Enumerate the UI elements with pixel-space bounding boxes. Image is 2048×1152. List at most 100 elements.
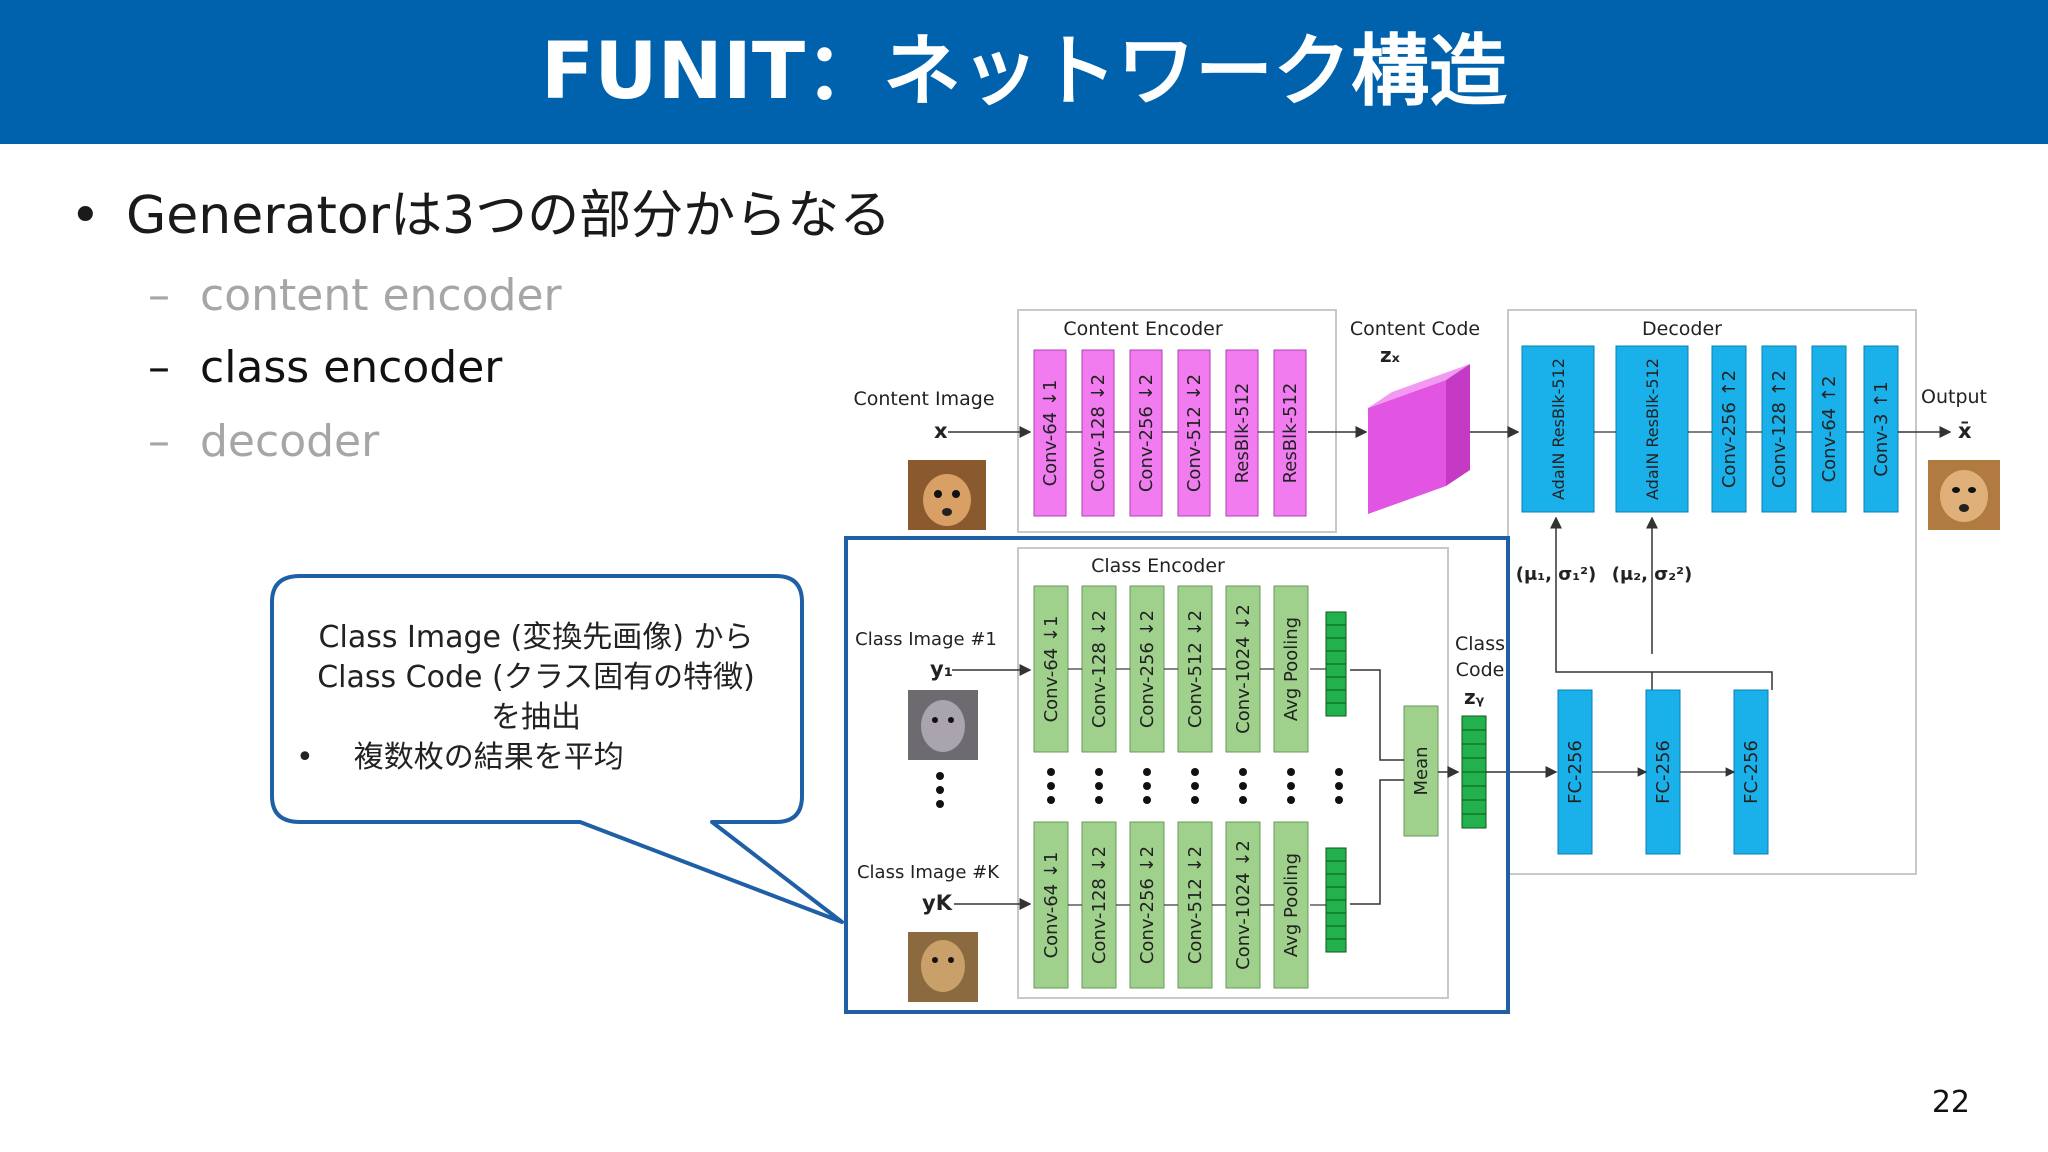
layer-label: Conv-1024 ↓2 (1233, 604, 1254, 734)
layer-label: AdaIN ResBlk-512 (1549, 358, 1568, 500)
ellipsis-dot (1287, 796, 1295, 804)
class-image-k-photo (908, 932, 978, 1002)
sub-item-class-encoder: –class encoder (148, 338, 502, 398)
layer-label: Conv-64 ↓1 (1041, 852, 1062, 959)
content-code-top (1368, 364, 1470, 408)
class-code-cell (1461, 715, 1487, 731)
sub-item-content-encoder: –content encoder (148, 266, 562, 326)
content-image-symbol: x (934, 419, 948, 443)
class-image-1-symbol: y₁ (930, 657, 953, 681)
content-encoder-title: Content Encoder (1063, 318, 1222, 340)
class-encoder-layer: Conv-512 ↓2 (1177, 821, 1213, 989)
class-code-symbol: zᵧ (1464, 685, 1485, 709)
content-encoder-layer: Conv-64 ↓1 (1033, 349, 1067, 517)
ellipsis-dot (1287, 768, 1295, 776)
main-bullet-text: Generatorは3つの部分からなる (126, 186, 892, 246)
fc-feedback-line (1555, 654, 1773, 690)
ellipsis-dot (1047, 796, 1055, 804)
dash-glyph: – (148, 270, 170, 321)
layer-label: Conv-128 ↓2 (1089, 610, 1110, 728)
fc-layer: FC-256 (1733, 689, 1769, 855)
class-encoder-layer: Conv-128 ↓2 (1081, 821, 1117, 989)
layer-label: Conv-512 ↓2 (1185, 610, 1206, 728)
ellipsis-dot (1095, 768, 1103, 776)
content-encoder-layer: Conv-128 ↓2 (1081, 349, 1115, 517)
class-encoder-row-k: Conv-64 ↓1 Conv-128 ↓2 Conv-256 ↓2 Conv-512… (1033, 821, 1347, 989)
ellipsis-dot (1191, 782, 1199, 790)
content-encoder-box (1017, 309, 1337, 533)
class-encoder-row-1: Conv-64 ↓1 Conv-128 ↓2 Conv-256 ↓2 Conv-512… (1033, 585, 1347, 753)
layer-label: Conv-1024 ↓2 (1233, 840, 1254, 970)
class-image-k-label: Class Image #K (857, 862, 1000, 883)
class-encoder-layer: Conv-1024 ↓2 (1225, 821, 1261, 989)
layer-label: Avg Pooling (1281, 853, 1302, 957)
avg-pool-vector (1325, 611, 1347, 717)
decoder-layer: Conv-3 ↑1 (1863, 345, 1899, 513)
content-encoder-layer: ResBlk-512 (1273, 349, 1307, 517)
callout-text: Class Image (変換先画像) から Class Code (クラス固有… (286, 618, 786, 778)
slide-title: FUNIT：ネットワーク構造 (540, 27, 1508, 117)
class-encoder-layer: Conv-64 ↓1 (1033, 821, 1069, 989)
content-encoder-layer: ResBlk-512 (1225, 349, 1259, 517)
layer-label: Conv-3 ↑1 (1871, 381, 1892, 476)
class-image-k-symbol: yK (922, 891, 953, 915)
content-code-title: Content Code (1350, 318, 1480, 340)
ellipsis-dot (1095, 782, 1103, 790)
page-number: 22 (1931, 1085, 1970, 1120)
layer-label: Conv-256 ↓2 (1136, 374, 1157, 492)
ellipsis-dot (1143, 782, 1151, 790)
output-image-photo (1928, 460, 2000, 530)
callout-bullet-text: 複数枚の結果を平均 (353, 740, 624, 775)
class-code-cell (1461, 771, 1487, 787)
layer-label: Conv-256 ↓2 (1137, 610, 1158, 728)
main-bullet: • Generatorは3つの部分からなる (70, 180, 891, 252)
layer-label: Conv-256 ↓2 (1137, 846, 1158, 964)
bullet-dot: • (70, 186, 101, 246)
output-label: Output (1921, 386, 1987, 408)
dash-glyph: – (148, 342, 170, 393)
ellipsis-dot (1287, 782, 1295, 790)
content-encoder-layer: Conv-256 ↓2 (1129, 349, 1163, 517)
class-encoder-layer: Avg Pooling (1273, 821, 1309, 989)
avgpool-to-mean-1 (1350, 669, 1404, 761)
layer-label: Conv-64 ↓1 (1041, 616, 1062, 723)
content-code-front (1368, 380, 1446, 514)
layer-label: ResBlk-512 (1232, 383, 1253, 484)
class-code-cell (1461, 785, 1487, 801)
title-bar (0, 0, 2048, 144)
decoder-layer: Conv-64 ↑2 (1811, 345, 1847, 513)
ellipsis-dot (1095, 796, 1103, 804)
ellipsis-dot (1239, 782, 1247, 790)
layer-label: Conv-64 ↓1 (1040, 380, 1061, 487)
decoder-layers: AdaIN ResBlk-512 AdaIN ResBlk-512 Conv-256… (1521, 345, 1899, 513)
fc-layer: FC-256 (1557, 689, 1593, 855)
class-encoder-highlight (844, 536, 1510, 1014)
class-encoder-layer: Conv-64 ↓1 (1033, 585, 1069, 753)
decoder-layer: AdaIN ResBlk-512 (1615, 345, 1689, 513)
decoder-title: Decoder (1642, 318, 1722, 340)
sub-item-decoder: –decoder (148, 412, 379, 472)
layer-label: AdaIN ResBlk-512 (1643, 358, 1662, 500)
layer-label: Conv-256 ↑2 (1719, 370, 1740, 488)
class-code-cell (1461, 799, 1487, 815)
class-code-title-1: Class (1455, 633, 1505, 655)
layer-label: Conv-128 ↓2 (1088, 374, 1109, 492)
decoder-layer: AdaIN ResBlk-512 (1521, 345, 1595, 513)
callout-line-2: Class Code (クラス固有の特徴) (317, 660, 755, 695)
class-encoder-layer: Conv-256 ↓2 (1129, 585, 1165, 753)
content-encoder-layers: Conv-64 ↓1 Conv-128 ↓2 Conv-256 ↓2 Conv-512… (1033, 349, 1368, 517)
ellipsis-dot (1143, 796, 1151, 804)
mean-block (1403, 705, 1439, 837)
ellipsis-dot (1191, 768, 1199, 776)
sub-item-label: decoder (200, 416, 380, 467)
class-encoder-layer: Conv-1024 ↓2 (1225, 585, 1261, 753)
ellipsis-dot (1239, 768, 1247, 776)
layer-label: Conv-128 ↑2 (1769, 370, 1790, 488)
decoder-layer: Conv-128 ↑2 (1761, 345, 1797, 513)
decoder-layer: Conv-256 ↑2 (1711, 345, 1747, 513)
class-code-vector (1461, 715, 1487, 829)
content-encoder-layer: Conv-512 ↓2 (1177, 349, 1211, 517)
class-encoder-layer: Conv-256 ↓2 (1129, 821, 1165, 989)
